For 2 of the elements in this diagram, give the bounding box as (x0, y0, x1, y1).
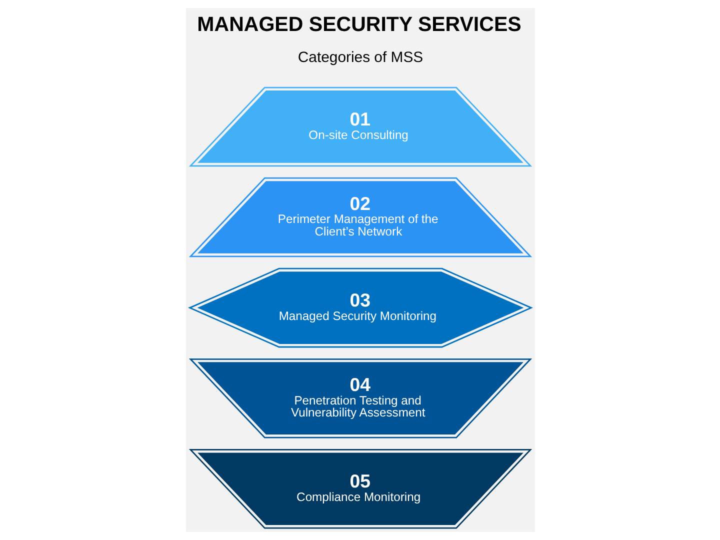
label: Categories of MSS (297, 49, 423, 66)
diagram-title: MANAGED SECURITY SERVICES (196, 13, 521, 36)
